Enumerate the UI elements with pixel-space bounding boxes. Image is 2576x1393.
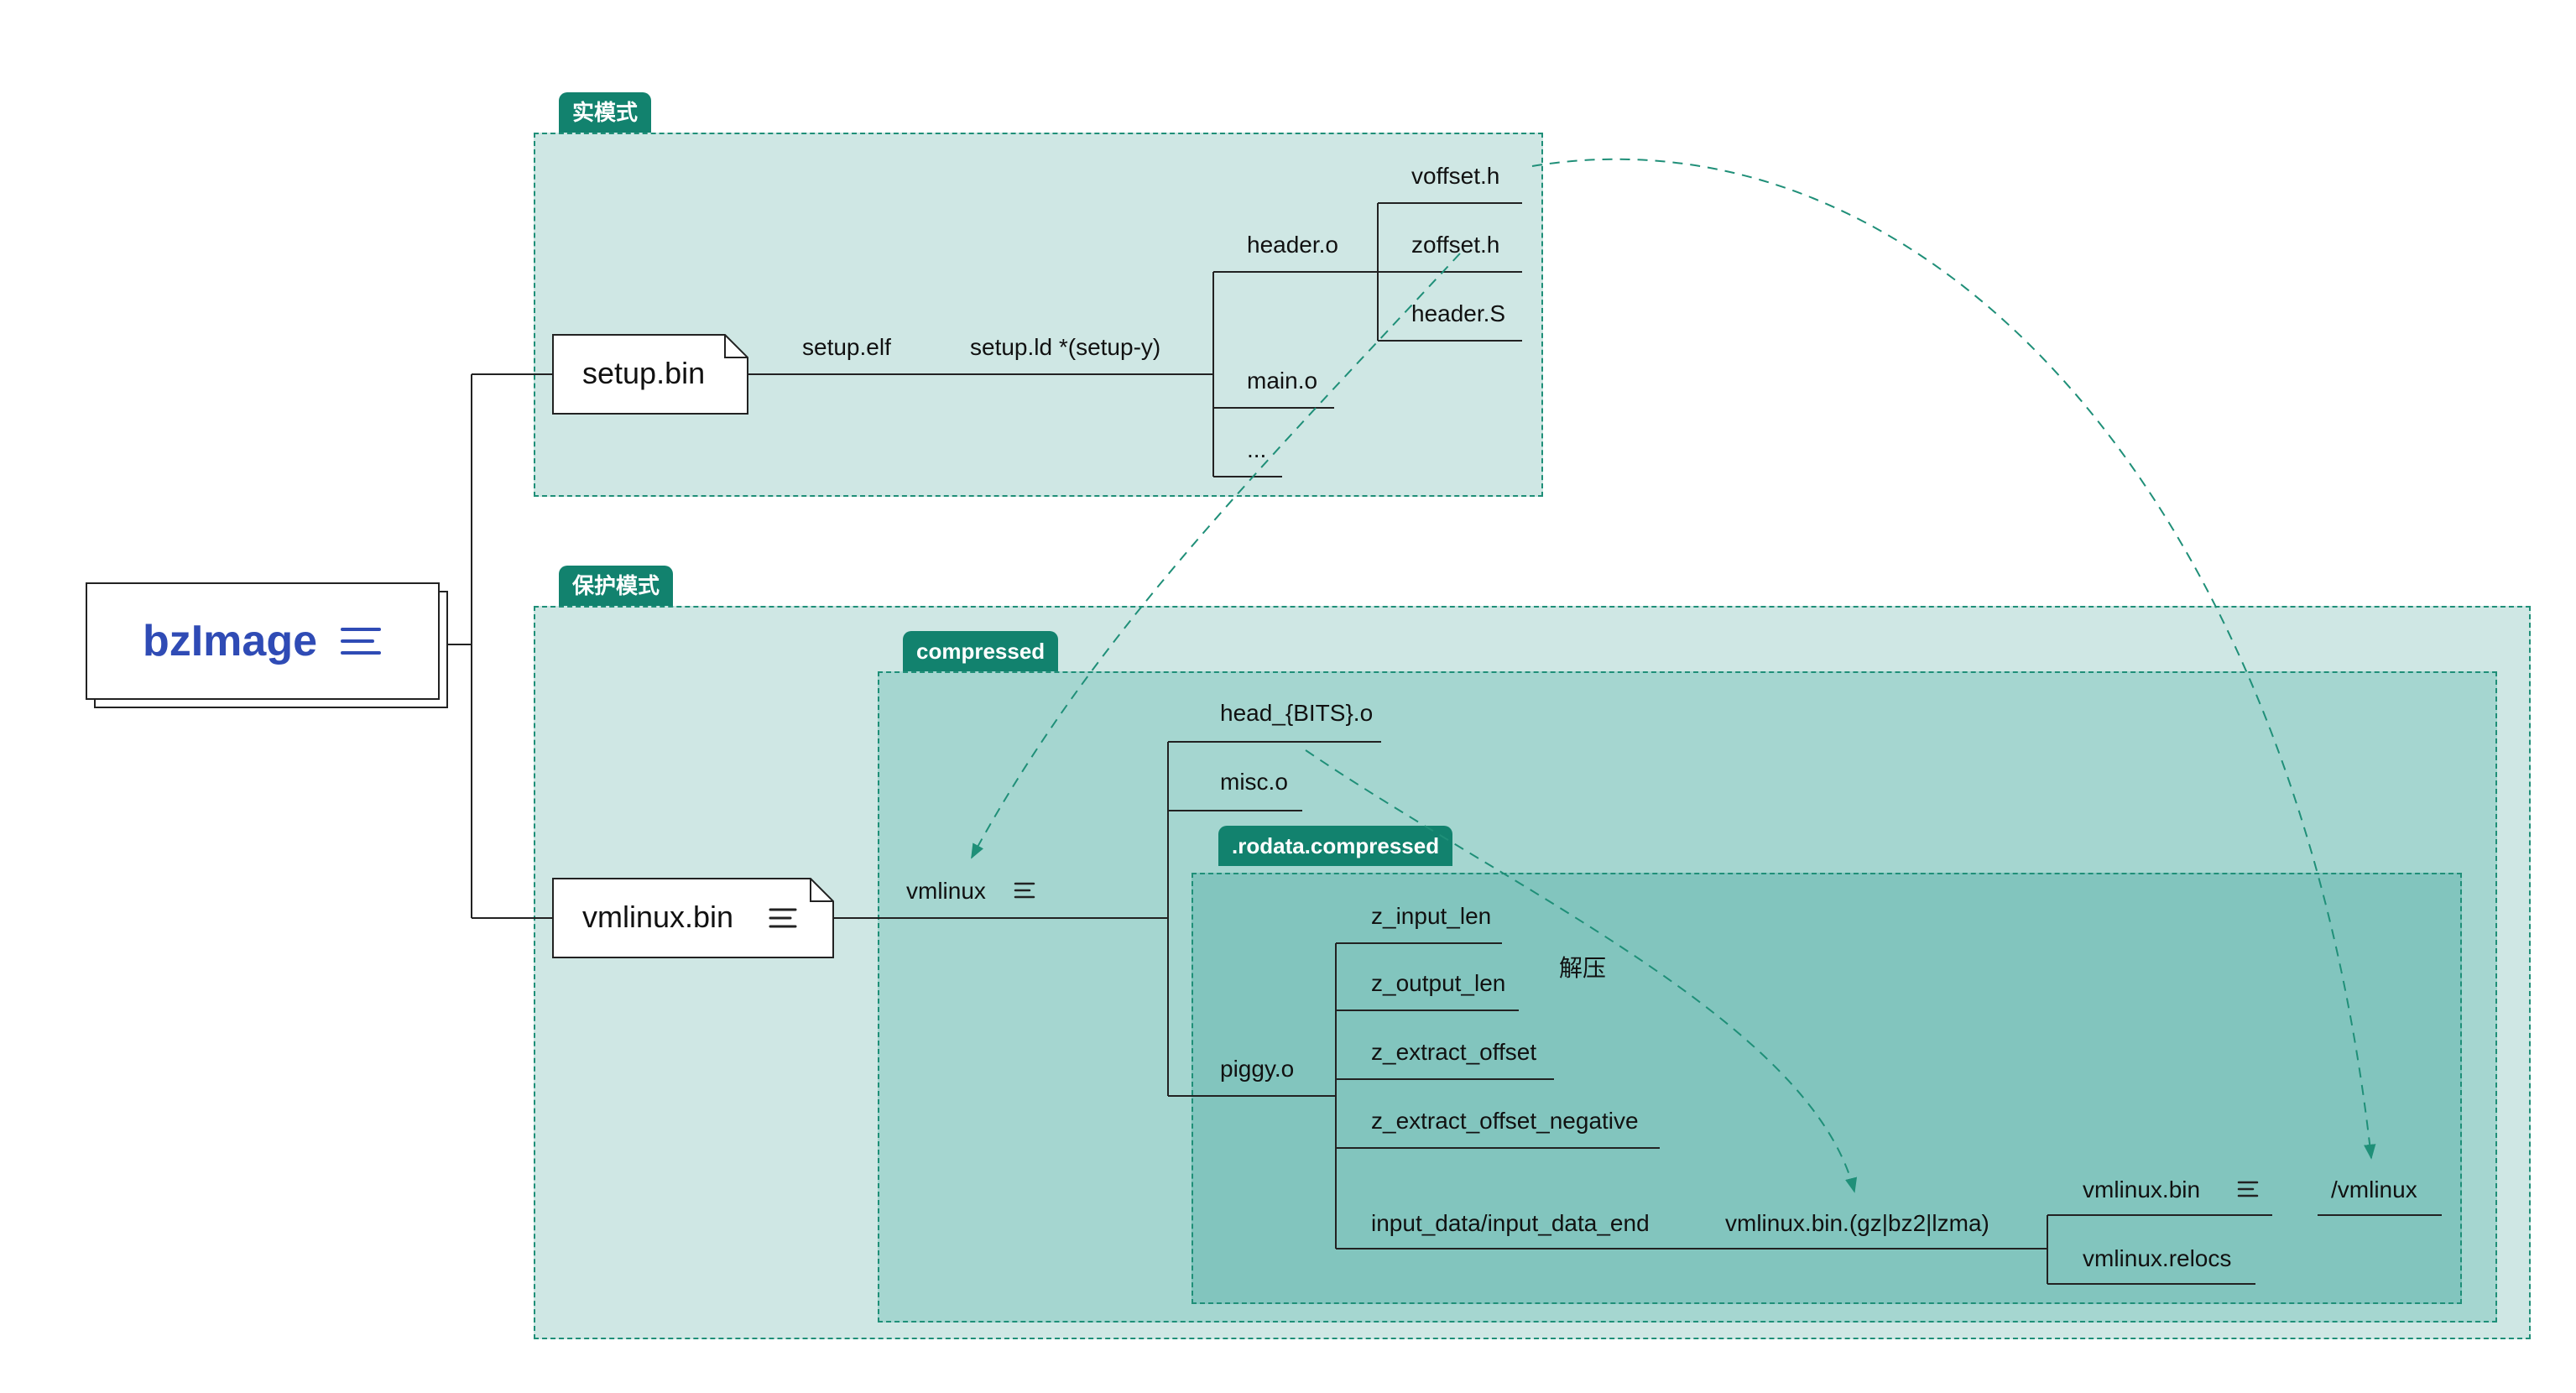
notes-lines-icon: [769, 908, 797, 928]
setup-elf-label: setup.elf: [802, 334, 891, 360]
notes-lines-icon: [2237, 1181, 2259, 1197]
vmlinux-label: vmlinux: [906, 878, 986, 904]
head-bits-o-label: head_{BITS}.o: [1220, 700, 1374, 726]
piggy-o-label: piggy.o: [1220, 1056, 1295, 1082]
vmlinux-bin-branch: [832, 741, 1381, 1097]
header-s-label: header.S: [1411, 300, 1506, 326]
misc-o-label: misc.o: [1220, 769, 1288, 795]
notes-lines-icon: [1014, 882, 1035, 899]
vmlinux-bin-compressed-label: vmlinux.bin.(gz|bz2|lzma): [1725, 1210, 1989, 1236]
compressed-tag: compressed: [903, 631, 1059, 671]
inner-vmlinux-bin-label: vmlinux.bin: [2083, 1176, 2201, 1203]
vmlinux-relocs-label: vmlinux.relocs: [2083, 1245, 2232, 1271]
arrow-head-to-compressed: [1305, 749, 1858, 1193]
z-output-len-label: z_output_len: [1371, 970, 1506, 996]
rodata-compressed-tag: .rodata.compressed: [1218, 826, 1453, 866]
z-extract-offset-label: z_extract_offset: [1371, 1039, 1537, 1065]
decompress-annotation: 解压: [1559, 955, 1607, 981]
folded-page-shape: [552, 334, 748, 415]
setup-ld-label: setup.ld *(setup-y): [970, 334, 1161, 360]
voffset-h-label: voffset.h: [1411, 163, 1500, 189]
vmlinux-bin-node[interactable]: vmlinux.bin: [552, 878, 834, 958]
header-branch: [1376, 202, 1522, 342]
protected-mode-tag: 保护模式: [559, 566, 674, 606]
z-input-len-label: z_input_len: [1371, 903, 1492, 929]
vmlinux-bin-label: vmlinux.bin: [582, 900, 734, 934]
main-o-label: main.o: [1247, 368, 1318, 394]
piggy-branch: [1302, 942, 2044, 1250]
header-o-label: header.o: [1247, 232, 1338, 258]
ellipsis-label: ...: [1247, 436, 1267, 462]
real-mode-region: [534, 133, 1543, 497]
arrow-zoffset-to-vmlinux: [971, 253, 1461, 859]
real-mode-tag: 实模式: [559, 92, 652, 133]
payload-branch: [2044, 1214, 2442, 1285]
setup-bin-node[interactable]: setup.bin: [552, 334, 748, 415]
notes-lines-icon: [341, 628, 382, 655]
folded-page-shape: [552, 878, 834, 958]
rodata-compressed-region: [1192, 873, 2462, 1304]
input-data-label: input_data/input_data_end: [1371, 1210, 1650, 1236]
zoffset-h-label: zoffset.h: [1411, 232, 1500, 258]
setup-bin-label: setup.bin: [582, 356, 706, 390]
z-extract-offset-negative-label: z_extract_offset_negative: [1371, 1108, 1639, 1134]
root-label: bzImage: [142, 617, 318, 665]
slash-vmlinux-label: /vmlinux: [2331, 1176, 2417, 1203]
arrow-voffset-to-slash-vmlinux: [1531, 158, 2376, 1160]
root-trunk: [443, 373, 554, 919]
setup-branch: [747, 271, 1376, 477]
root-node[interactable]: bzImage: [86, 582, 440, 700]
